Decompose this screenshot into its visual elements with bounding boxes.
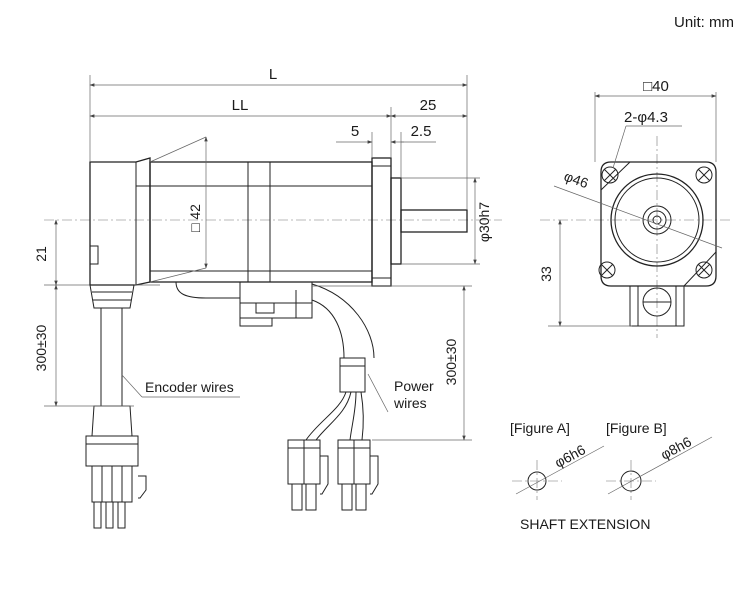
- unit-label: Unit: mm: [674, 14, 734, 31]
- dim-L: L: [269, 66, 277, 83]
- mount-hole: [695, 261, 713, 279]
- figure-a-shaft: [527, 471, 547, 491]
- figure-b-dim: φ8h6: [658, 433, 694, 462]
- figure-a-title: [Figure A]: [510, 420, 570, 436]
- label-power-line1: Power: [394, 378, 434, 394]
- front-view: □40 2-φ4.3 φ46 33: [538, 78, 732, 338]
- power-cable-gland: [239, 281, 313, 319]
- mount-hole: [598, 261, 616, 279]
- figure-b-shaft: [620, 470, 642, 492]
- dim-holes: 2-φ4.3: [624, 109, 668, 126]
- dim-300-left: 300±30: [33, 324, 49, 371]
- shaft: [400, 209, 468, 233]
- dim-sq42: □ 42: [187, 204, 203, 232]
- dim-phi46: φ46: [562, 168, 591, 192]
- underside-bracket: [175, 281, 241, 299]
- mount-hole: [695, 166, 713, 184]
- label-encoder-wires: Encoder wires: [145, 379, 234, 395]
- pilot-boss: [390, 177, 402, 265]
- dim-5: 5: [351, 123, 359, 140]
- power-cable: [311, 283, 375, 359]
- dim-sq40: □40: [643, 78, 669, 95]
- encoder-cover: [89, 157, 151, 286]
- power-cable-sleeve: [339, 357, 366, 393]
- label-power-line2: wires: [393, 395, 427, 411]
- dim-25: 25: [420, 97, 437, 114]
- side-view: □ 42 φ30h7 L LL 25 5 2.5 21: [33, 66, 502, 529]
- dim-LL: LL: [232, 97, 249, 114]
- mount-hole: [601, 166, 619, 184]
- encoder-strain-relief: [89, 284, 135, 309]
- shaft-extension-figures: [Figure A] [Figure B] φ6h6 φ8h6 SHAFT EX…: [510, 420, 713, 532]
- front-flange-outline: [600, 161, 717, 287]
- dim-phi30h7: φ30h7: [476, 202, 492, 242]
- figure-b-title: [Figure B]: [606, 420, 667, 436]
- front-flange: [371, 157, 392, 287]
- pilot-circle-outer: [610, 173, 704, 267]
- front-connector: [629, 285, 685, 327]
- shaft-extension-caption: SHAFT EXTENSION: [520, 516, 650, 532]
- figure-a-dim: φ6h6: [552, 441, 588, 470]
- dim-21: 21: [33, 246, 49, 262]
- dim-300-right: 300±30: [443, 338, 459, 385]
- encoder-connector: [91, 405, 133, 437]
- shaft-face: [642, 205, 672, 235]
- motor-body: [149, 161, 373, 283]
- dim-2-5: 2.5: [411, 123, 432, 140]
- dim-33: 33: [538, 266, 554, 282]
- encoder-latch: [138, 475, 147, 499]
